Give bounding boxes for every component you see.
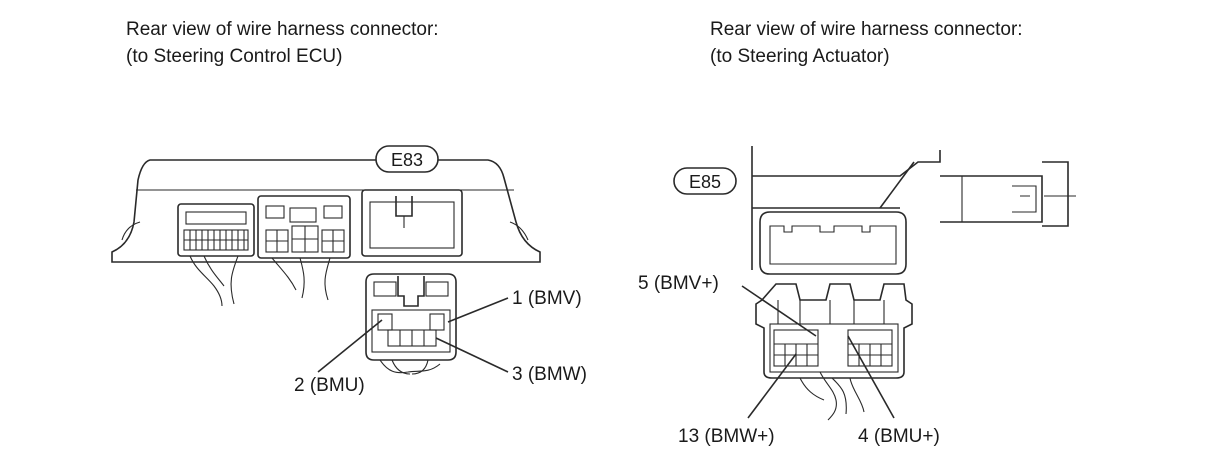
leader-pin3 <box>435 337 509 373</box>
label-pin3: 3 (BMW) <box>512 364 587 385</box>
right-title: Rear view of wire harness connector: (to… <box>710 16 1023 70</box>
left-title-line2: (to Steering Control ECU) <box>126 46 343 67</box>
right-title-line1: Rear view of wire harness connector: <box>710 19 1023 40</box>
tag-e85: E85 <box>673 167 737 195</box>
actuator-connector <box>759 211 907 275</box>
leader-pin5 <box>741 285 817 337</box>
tag-e85-label: E85 <box>689 172 721 192</box>
label-pin13: 13 (BMW+) <box>678 426 775 447</box>
ecu-connector-left <box>177 203 255 307</box>
steering-actuator: E85 5 (BMV+) 13 (BMW+) 4 (BMU+) <box>638 146 1076 447</box>
label-pin4: 4 (BMU+) <box>858 426 940 447</box>
tag-e83: E83 <box>375 145 439 173</box>
leader-pin13 <box>747 353 797 419</box>
label-pin1: 1 (BMV) <box>512 288 582 309</box>
leader-pin2 <box>317 319 383 373</box>
label-pin2: 2 (BMU) <box>294 375 365 396</box>
harness-connector-e83 <box>365 273 457 375</box>
tag-e83-label: E83 <box>391 150 423 170</box>
pin2-cavity <box>377 313 393 331</box>
ecu-connector-right <box>361 189 463 257</box>
left-title-line1: Rear view of wire harness connector: <box>126 19 439 40</box>
leader-pin1 <box>447 297 509 323</box>
leader-pin4 <box>847 335 895 419</box>
right-title-line2: (to Steering Actuator) <box>710 46 890 67</box>
label-pin5: 5 (BMV+) <box>638 273 719 294</box>
harness-connector-e85 <box>755 283 913 421</box>
steering-control-ecu: E83 1 (BMV) 2 (BMU) 3 (BMW) <box>111 145 587 396</box>
pin1-cavity <box>429 313 445 331</box>
left-title: Rear view of wire harness connector: (to… <box>126 16 439 70</box>
ecu-connector-middle <box>257 195 351 301</box>
